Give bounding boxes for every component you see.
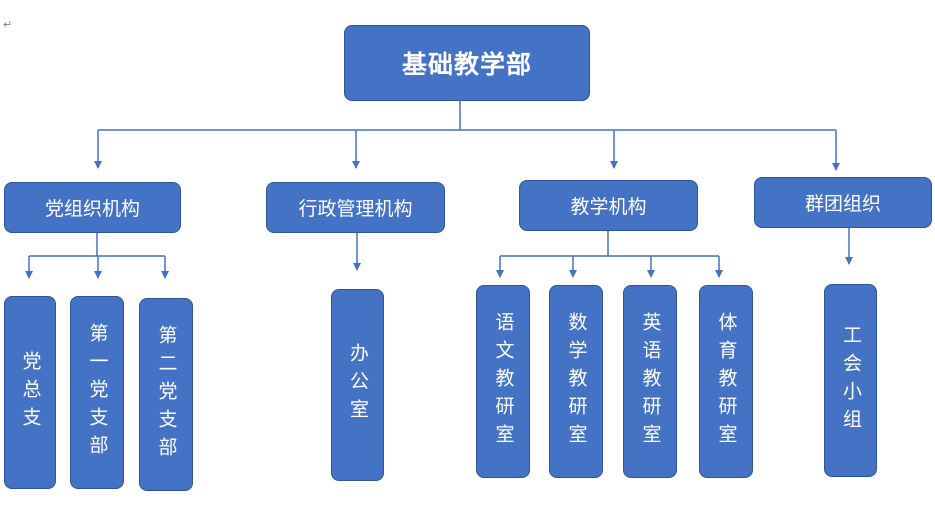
leaf-label: 数学教研室 [565, 311, 588, 452]
leaf-english-office: 英语教研室 [623, 285, 677, 478]
leaf-chinese-office: 语文教研室 [476, 285, 530, 478]
leaf-office: 办公室 [331, 289, 384, 481]
leaf-label: 工会小组 [840, 324, 862, 437]
branch-mass-org: 群团组织 [754, 177, 932, 228]
branch-teaching: 教学机构 [519, 180, 698, 231]
leaf-label: 语文教研室 [492, 311, 515, 452]
root-label: 基础教学部 [401, 50, 532, 79]
leaf-pe-office: 体育教研室 [699, 285, 753, 478]
branch-mass-org-label: 群团组织 [804, 193, 881, 215]
leaf-label: 第一党支部 [86, 322, 109, 463]
root-node: 基础教学部 [344, 25, 590, 101]
leaf-first-party-branch: 第一党支部 [70, 296, 124, 489]
leaf-second-party-branch: 第二党支部 [139, 298, 193, 491]
branch-party-label: 党组织机构 [44, 198, 140, 220]
branch-admin-label: 行政管理机构 [298, 198, 413, 220]
paragraph-mark: ↵ [3, 18, 13, 31]
leaf-label: 英语教研室 [639, 311, 662, 452]
branch-party: 党组织机构 [4, 182, 181, 233]
leaf-label: 第二党支部 [155, 324, 178, 465]
leaf-math-office: 数学教研室 [549, 285, 603, 478]
leaf-label: 党总支 [19, 350, 42, 435]
leaf-label: 办公室 [347, 343, 369, 427]
branch-teaching-label: 教学机构 [570, 196, 647, 218]
leaf-label: 体育教研室 [715, 311, 738, 452]
leaf-union-group: 工会小组 [824, 284, 877, 477]
leaf-party-committee: 党总支 [4, 296, 56, 489]
branch-admin: 行政管理机构 [266, 182, 445, 233]
